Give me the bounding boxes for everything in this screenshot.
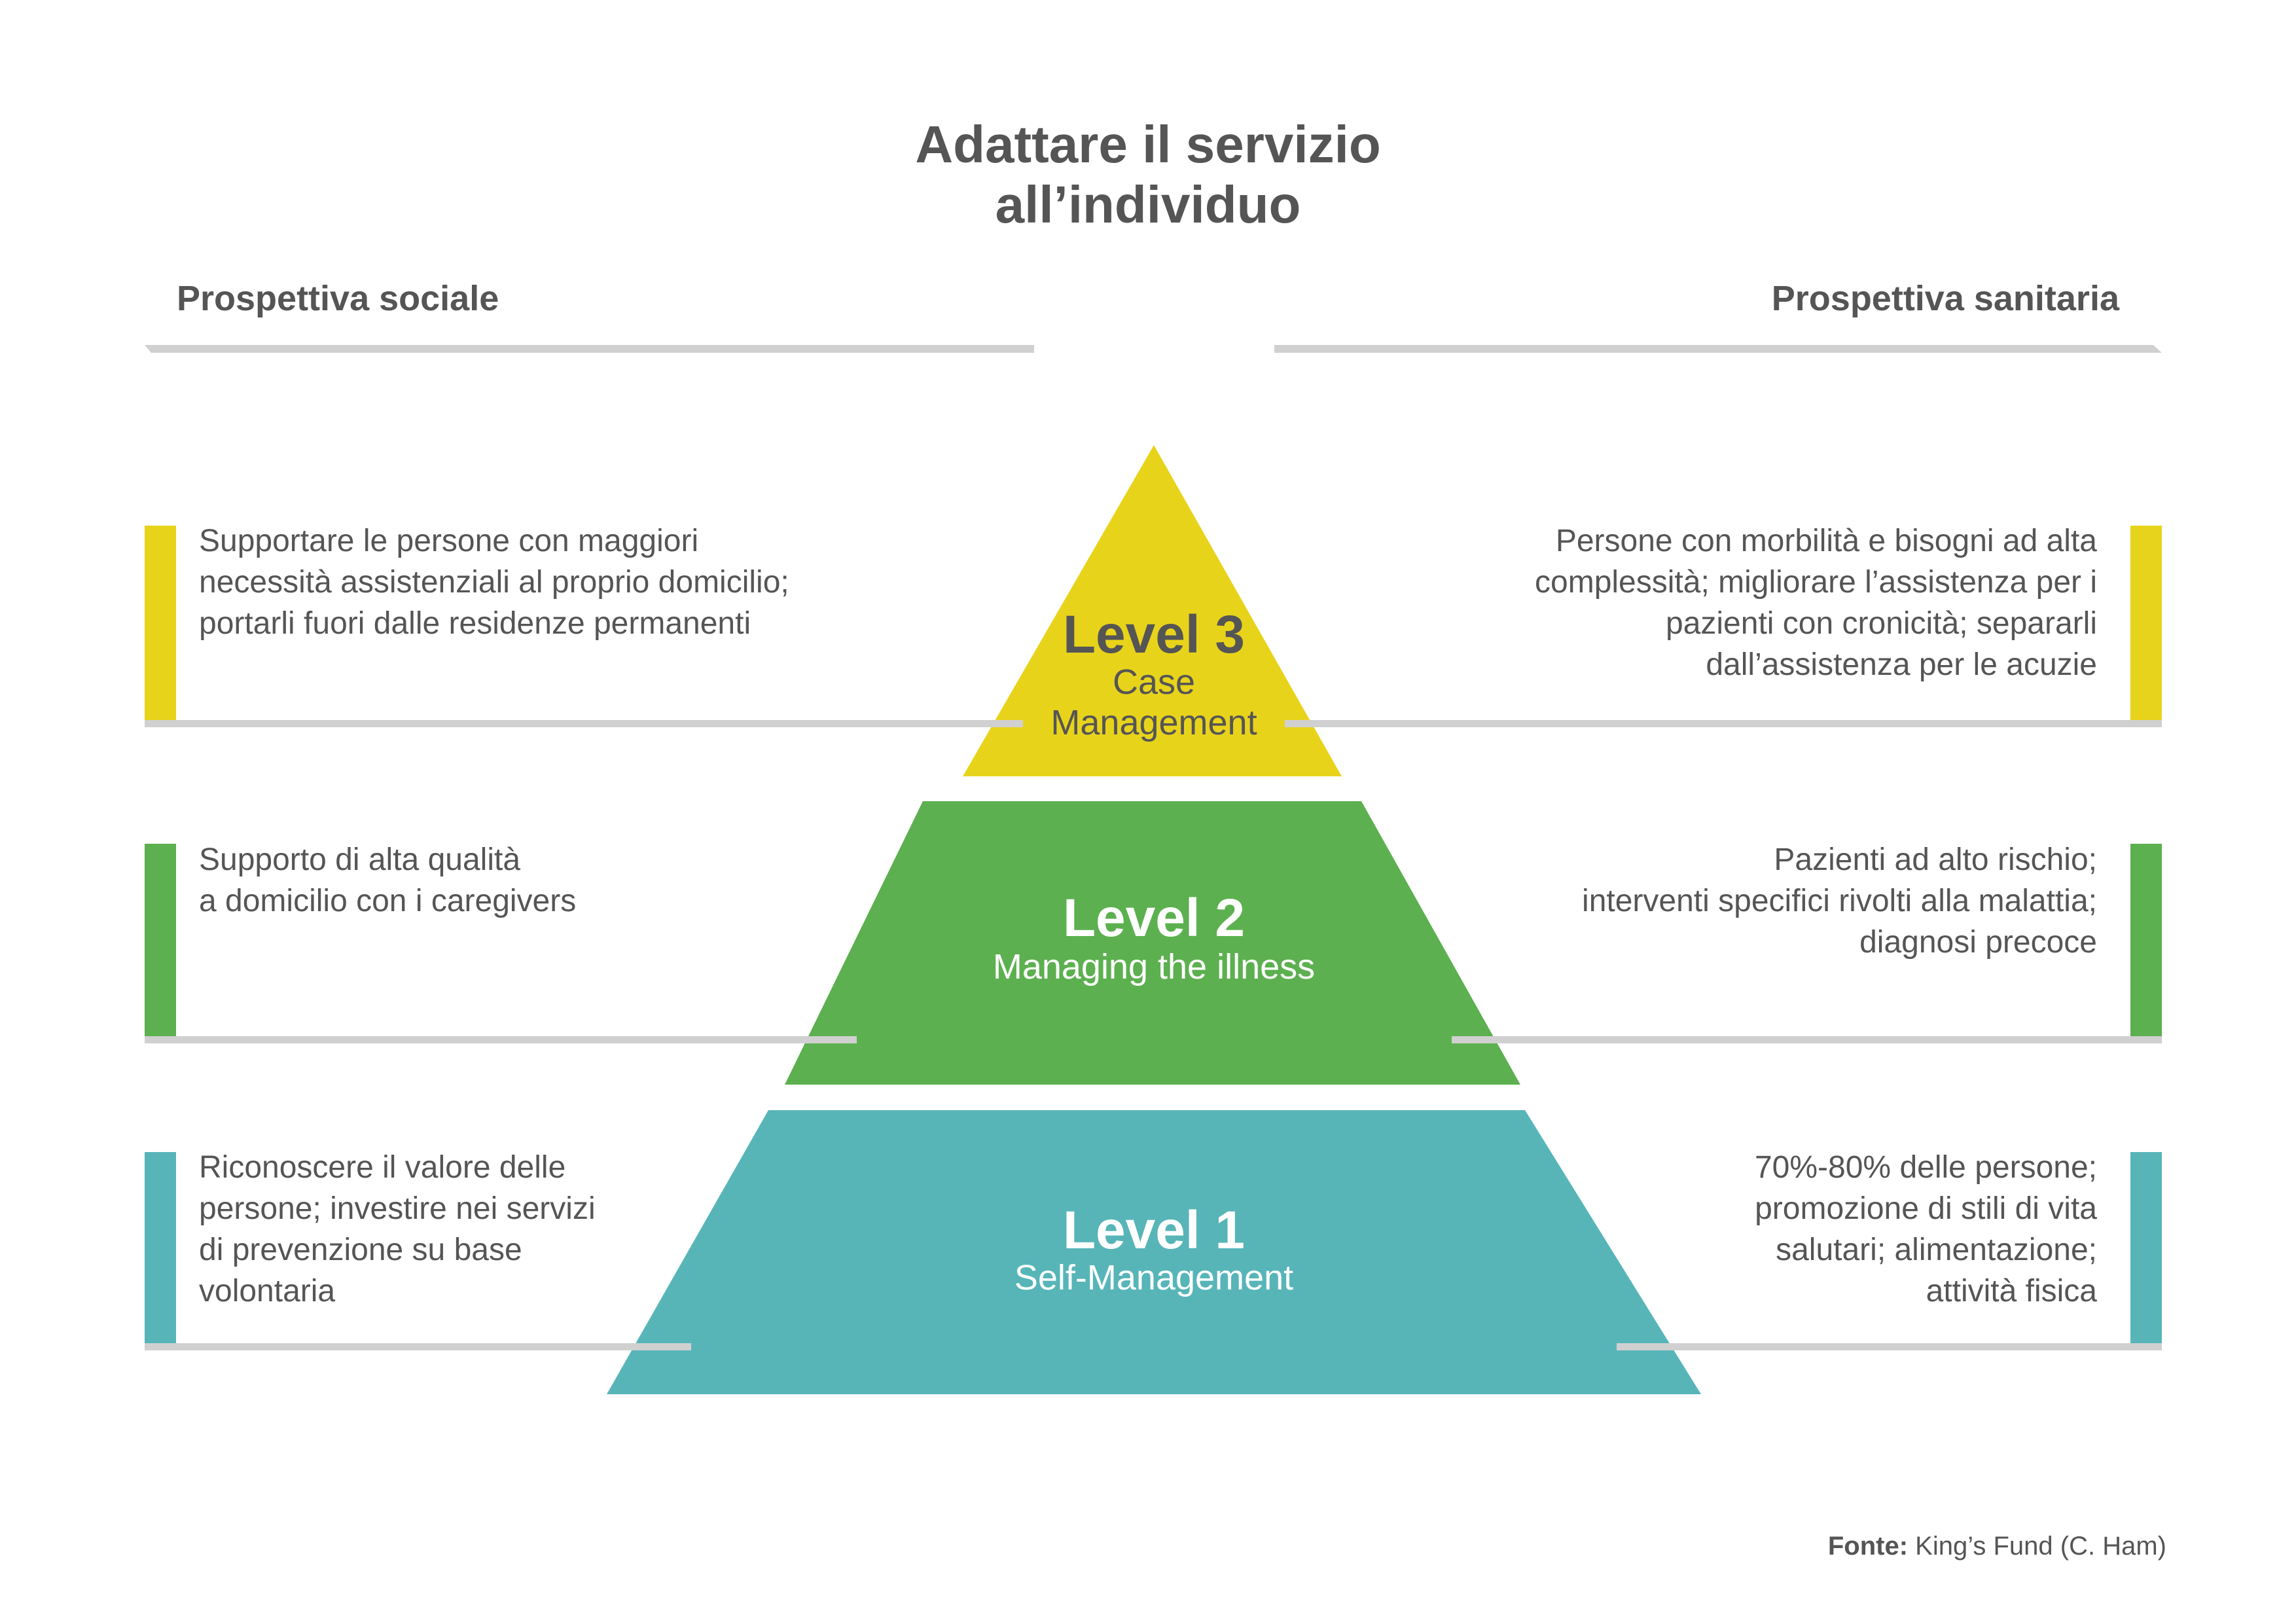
- tier-level2: [785, 801, 1520, 1085]
- header-social: Prospettiva sociale: [177, 279, 499, 318]
- bar-left-level1: [145, 1152, 176, 1343]
- level3-health-text: Persone con morbilità e bisogni ad alta …: [1443, 520, 2097, 685]
- header-rule-right: [1274, 345, 2162, 353]
- bar-right-level2: [2130, 844, 2162, 1036]
- text-line: Supportare le persone con maggiori: [199, 524, 699, 558]
- connector-left-level2: [145, 1036, 857, 1043]
- level3-social-text: Supportare le persone con maggiori neces…: [199, 520, 853, 644]
- text-line: Persone con morbilità e bisogni ad alta: [1555, 524, 2097, 558]
- text-line: a domicilio con i caregivers: [199, 884, 577, 918]
- text-line: portarli fuori dalle residenze permanent…: [199, 606, 751, 641]
- level2-name: Level 2: [1063, 888, 1245, 948]
- bar-left-level2: [145, 844, 176, 1036]
- text-line: diagnosi precoce: [1859, 925, 2097, 960]
- level1-name: Level 1: [1063, 1200, 1245, 1260]
- page-title: Adattare il servizio all’individuo: [690, 115, 1606, 235]
- text-line: di prevenzione su base: [199, 1233, 522, 1267]
- bar-right-level1: [2130, 1152, 2162, 1343]
- text-line: complessità; migliorare l’assistenza per…: [1535, 565, 2097, 600]
- text-line: pazienti con cronicità; separarli: [1666, 606, 2097, 641]
- text-line: salutari; alimentazione;: [1776, 1233, 2097, 1267]
- text-line: volontaria: [199, 1274, 336, 1308]
- header-health: Prospettiva sanitaria: [1771, 279, 2119, 318]
- level2-health-text: Pazienti ad alto rischio; interventi spe…: [1443, 839, 2097, 963]
- connector-right-level3: [1285, 720, 2162, 727]
- level3-subtitle-line1: Case: [1113, 662, 1195, 702]
- connector-right-level2: [1452, 1036, 2162, 1043]
- title-line2: all’individuo: [995, 175, 1301, 234]
- text-line: attività fisica: [1926, 1274, 2097, 1308]
- text-line: interventi specifici rivolti alla malatt…: [1582, 884, 2097, 918]
- level3-subtitle-line2: Management: [1050, 703, 1257, 742]
- connector-left-level3: [145, 720, 1023, 727]
- text-line: necessità assistenziali al proprio domic…: [199, 565, 789, 600]
- level3-name: Level 3: [1063, 605, 1245, 664]
- source-label: Fonte:: [1827, 1532, 1909, 1561]
- tier-level3: [963, 445, 1342, 776]
- level2-social-text: Supporto di alta qualità a domicilio con…: [199, 839, 853, 922]
- text-line: Pazienti ad alto rischio;: [1774, 842, 2097, 877]
- connector-right-level1: [1617, 1343, 2162, 1350]
- text-line: dall’assistenza per le acuzie: [1706, 647, 2097, 682]
- title-line1: Adattare il servizio: [915, 115, 1381, 173]
- source-credit: Fonte: King’s Fund (C. Ham): [1828, 1532, 2166, 1561]
- header-rule-left: [145, 345, 1034, 353]
- bar-right-level3: [2130, 526, 2162, 720]
- bar-left-level3: [145, 526, 176, 720]
- connector-left-level1: [145, 1343, 691, 1350]
- level1-subtitle: Self-Management: [1014, 1258, 1293, 1297]
- level2-subtitle: Managing the illness: [993, 947, 1315, 986]
- level1-health-text: 70%-80% delle persone; promozione di sti…: [1443, 1147, 2097, 1312]
- text-line: Supporto di alta qualità: [199, 842, 521, 877]
- text-line: persone; investire nei servizi: [199, 1191, 596, 1226]
- level1-social-text: Riconoscere il valore delle persone; inv…: [199, 1147, 853, 1312]
- text-line: 70%-80% delle persone;: [1754, 1150, 2097, 1185]
- tier-level1: [607, 1110, 1701, 1394]
- source-text: King’s Fund (C. Ham): [1908, 1532, 2166, 1561]
- text-line: promozione di stili di vita: [1755, 1191, 2097, 1226]
- text-line: Riconoscere il valore delle: [199, 1150, 566, 1185]
